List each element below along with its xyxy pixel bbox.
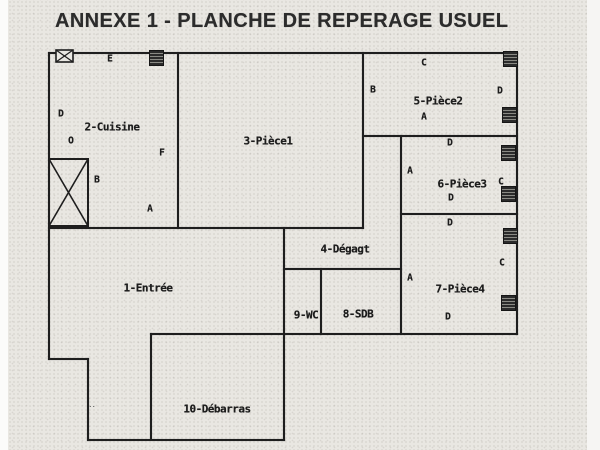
- stairs-icon: [48, 158, 89, 227]
- wall-marker: D: [497, 85, 503, 97]
- wall-marker: D: [58, 108, 64, 120]
- wall-segment: [150, 333, 152, 439]
- wall-segment: [516, 52, 518, 335]
- wall-marker: A: [421, 111, 427, 123]
- radiator-icon: [503, 51, 518, 67]
- room-label-piece3: 6-Pièce3: [437, 177, 487, 191]
- wall-segment: [362, 52, 364, 229]
- wall-segment: [150, 333, 518, 335]
- wall-marker: D: [447, 217, 453, 229]
- wall-segment: [48, 227, 364, 229]
- wall-marker: B: [94, 174, 100, 186]
- radiator-icon: [501, 186, 516, 202]
- wall-marker: C: [421, 57, 427, 69]
- room-label-sdb: 8-SDB: [342, 307, 374, 321]
- wall-marker: F: [159, 147, 165, 159]
- wall-marker: A: [407, 165, 413, 177]
- wall-segment: [400, 213, 518, 215]
- page-right-margin: [587, 0, 600, 450]
- room-label-piece1: 3-Pièce1: [243, 134, 293, 148]
- wall-marker: D: [447, 137, 453, 149]
- wall-marker: D: [445, 311, 451, 323]
- wall-marker: E: [107, 53, 113, 65]
- wall-segment: [177, 52, 179, 229]
- page-title: ANNEXE 1 - PLANCHE DE REPERAGE USUEL: [55, 10, 509, 32]
- room-label-piece2: 5-Pièce2: [413, 94, 463, 108]
- scan-artifact: ..: [89, 399, 97, 409]
- wall-segment: [320, 268, 322, 335]
- page-left-margin: [0, 0, 8, 450]
- radiator-icon: [502, 107, 517, 123]
- radiator-icon: [501, 145, 516, 161]
- wall-segment: [400, 135, 402, 335]
- radiator-icon: [149, 50, 164, 66]
- wall-marker: A: [147, 203, 153, 215]
- wall-segment: [87, 439, 285, 441]
- wall-segment: [48, 52, 518, 54]
- window-icon: [55, 49, 74, 63]
- wall-segment: [283, 333, 285, 441]
- room-label-piece4: 7-Pièce4: [435, 282, 485, 296]
- wall-marker: A: [407, 272, 413, 284]
- radiator-icon: [501, 295, 516, 311]
- room-label-wc: 9-WC: [293, 308, 319, 322]
- wall-segment: [48, 358, 89, 360]
- wall-segment: [362, 135, 518, 137]
- wall-marker: C: [498, 176, 504, 188]
- room-label-cuisine: 2-Cuisine: [84, 120, 140, 134]
- wall-segment: [87, 358, 89, 441]
- wall-marker: O: [68, 135, 74, 147]
- wall-marker: B: [370, 84, 376, 96]
- wall-segment: [283, 268, 402, 270]
- room-label-degagt: 4-Dégagt: [320, 242, 370, 256]
- radiator-icon: [503, 228, 518, 244]
- wall-marker: D: [448, 192, 454, 204]
- room-label-debarras: 10-Débarras: [183, 402, 251, 416]
- room-label-entree: 1-Entrée: [123, 281, 173, 295]
- wall-marker: C: [499, 257, 505, 269]
- wall-segment: [283, 227, 285, 335]
